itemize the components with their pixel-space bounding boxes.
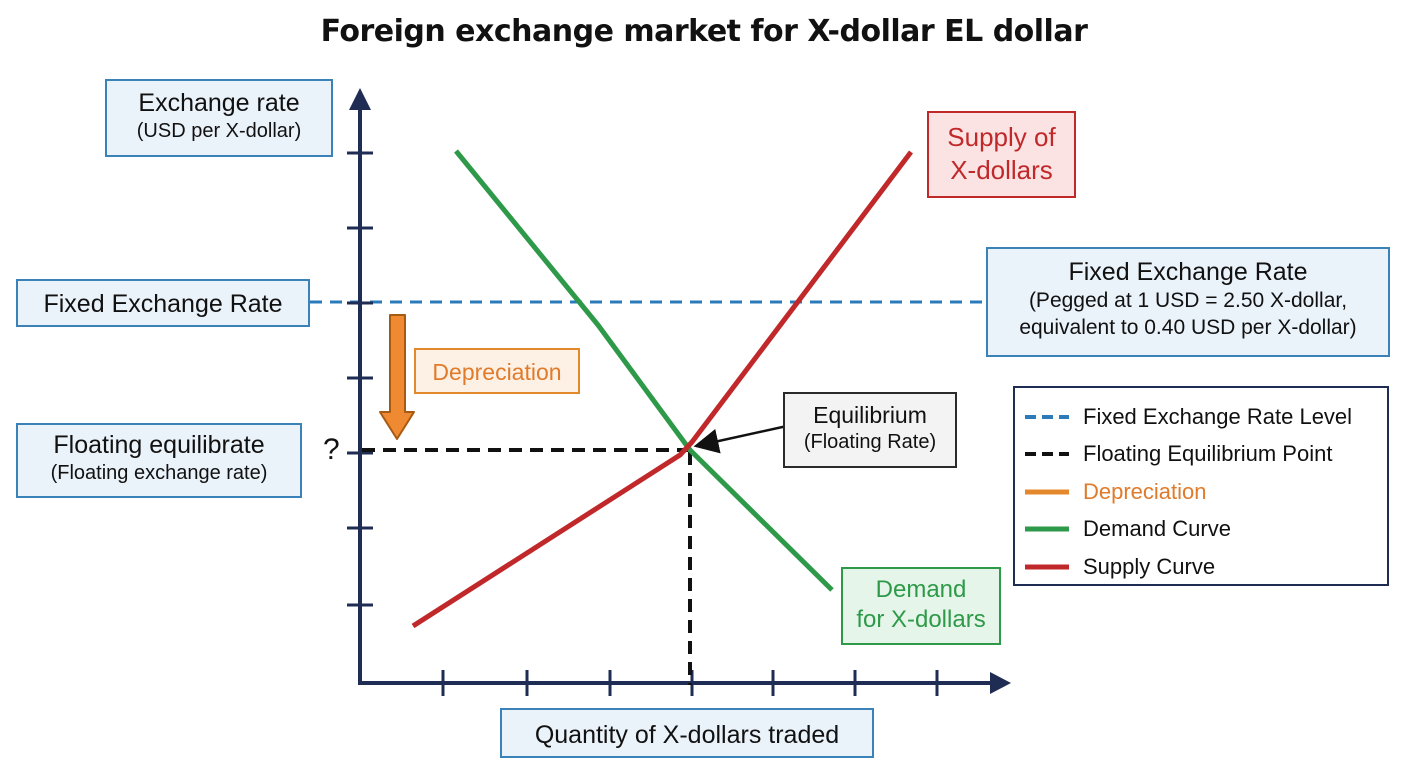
legend: Fixed Exchange Rate Level Floating Equil… (1013, 386, 1389, 586)
fixed-rate-label-box: Fixed Exchange Rate (16, 279, 310, 327)
legend-swatch-depreciation (1025, 489, 1069, 495)
depreciation-arrow (379, 314, 415, 440)
legend-swatch-demand (1025, 526, 1069, 532)
legend-swatch-fixed (1025, 414, 1069, 419)
legend-swatch-supply (1025, 564, 1069, 570)
floating-rate-sublabel: (Floating exchange rate) (50, 462, 268, 485)
equilibrium-pointer-arrow (693, 424, 788, 454)
legend-swatch-floating (1025, 452, 1069, 457)
supply-curve (411, 150, 913, 629)
fixed-rate-note-title: Fixed Exchange Rate (1068, 258, 1308, 286)
floating-rate-label-box: Floating equilibrate (Floating exchange … (16, 423, 302, 498)
fixed-rate-label: Fixed Exchange Rate (43, 290, 283, 318)
legend-label-supply: Supply Curve (1083, 553, 1216, 579)
chart-title: Foreign exchange market for X-dollar EL … (320, 14, 1088, 49)
legend-label-floating: Floating Equilibrium Point (1083, 441, 1333, 467)
equilibrium-sublabel: (Floating Rate) (803, 430, 937, 453)
fixed-rate-note-line1: (Pegged at 1 USD = 2.50 X-dollar, (1028, 289, 1348, 313)
y-axis-unit: (USD per X-dollar) (136, 120, 302, 143)
supply-label-line1: Supply of (947, 122, 1056, 152)
demand-label-line2: for X-dollars (856, 606, 986, 633)
legend-label-depreciation: Depreciation (1083, 478, 1207, 504)
fixed-rate-note-box: Fixed Exchange Rate (Pegged at 1 USD = 2… (986, 247, 1390, 357)
demand-label-line1: Demand (875, 576, 967, 603)
legend-item-floating: Floating Equilibrium Point (1025, 436, 1387, 474)
demand-label-box: Demand for X-dollars (841, 567, 1001, 645)
floating-rate-label: Floating equilibrate (53, 431, 265, 459)
x-axis-label-box: Quantity of X-dollars traded (500, 708, 874, 758)
depreciation-label: Depreciation (432, 359, 562, 385)
depreciation-label-box: Depreciation (414, 348, 580, 394)
legend-item-demand: Demand Curve (1025, 511, 1387, 549)
legend-label-demand: Demand Curve (1083, 516, 1231, 542)
legend-item-depreciation: Depreciation (1025, 473, 1387, 511)
y-axis-label-box: Exchange rate (USD per X-dollar) (105, 79, 333, 157)
equilibrium-label-box: Equilibrium (Floating Rate) (783, 392, 957, 468)
legend-item-supply: Supply Curve (1025, 548, 1387, 586)
y-axis-label: Exchange rate (138, 89, 300, 117)
x-axis-label: Quantity of X-dollars traded (534, 721, 840, 749)
y-axis-ticks (347, 151, 373, 607)
demand-curve (454, 149, 834, 592)
unknown-rate-marker: ? (323, 433, 340, 466)
supply-label-line2: X-dollars (950, 154, 1053, 185)
x-axis-arrowhead (990, 672, 1011, 694)
y-axis-arrowhead (349, 88, 371, 110)
legend-item-fixed: Fixed Exchange Rate Level (1025, 398, 1387, 436)
equilibrium-label: Equilibrium (813, 402, 927, 428)
fixed-rate-note-line2: equivalent to 0.40 USD per X-dollar) (1019, 315, 1357, 339)
supply-label-box: Supply of X-dollars (927, 111, 1076, 198)
legend-label-fixed: Fixed Exchange Rate Level (1083, 403, 1353, 429)
